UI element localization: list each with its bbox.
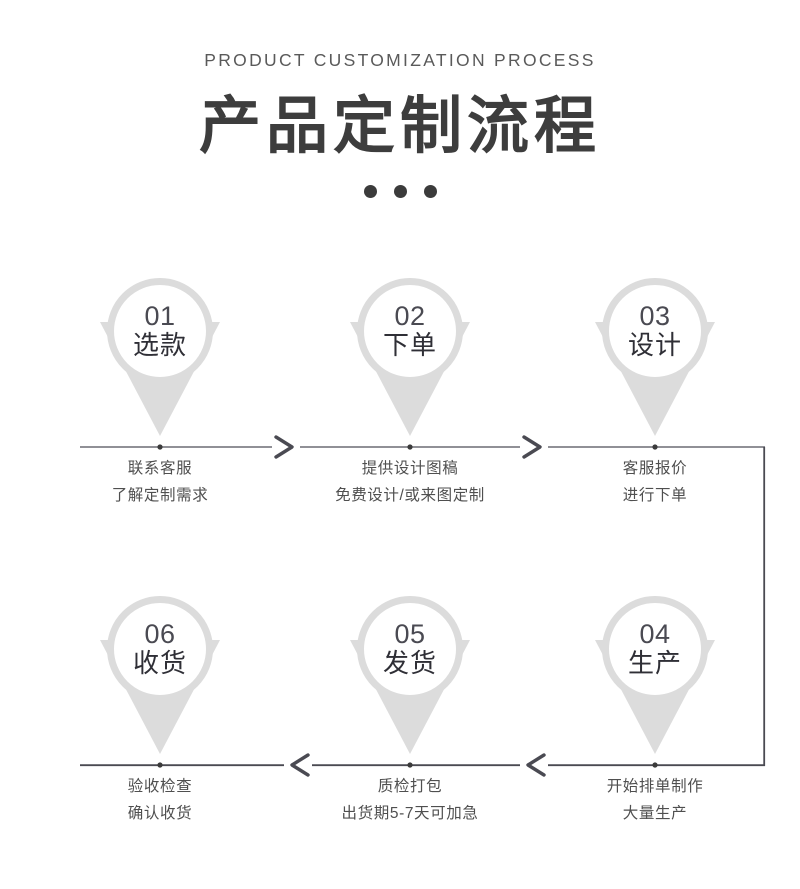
description-line: 验收检查: [127, 778, 193, 795]
description-line: 客服报价: [622, 460, 688, 477]
process-step-pin-06[interactable]: 06 收货: [100, 596, 220, 754]
description-line: 确认收货: [127, 804, 193, 822]
process-step-description-05: 质检打包 出货期5-7天可加急: [280, 774, 540, 827]
pin-label: 下单: [382, 330, 437, 361]
process-step-pin-04[interactable]: 04 生产: [595, 596, 715, 754]
separator-dot: [393, 184, 407, 198]
pin-label: 选款: [132, 330, 187, 361]
arrow-right-icon: [274, 435, 294, 459]
pin-anchor-dot: [652, 762, 658, 768]
process-step-description-06: 验收检查 确认收货: [30, 774, 290, 827]
process-step-description-02: 提供设计图稿 免费设计/或来图定制: [280, 456, 540, 509]
pin-number: 05: [394, 619, 426, 650]
header-subtitle: PRODUCT CUSTOMIZATION PROCESS: [204, 50, 596, 70]
pin-number: 01: [144, 301, 176, 332]
pin-anchor-dot: [407, 444, 413, 450]
description-line: 质检打包: [377, 778, 443, 795]
arrow-left-icon: [526, 753, 546, 777]
pin-number: 03: [639, 301, 671, 332]
pin-circle: 04 生产: [602, 596, 708, 702]
process-step-description-03: 客服报价 进行下单: [525, 456, 785, 509]
pin-label: 设计: [627, 330, 682, 361]
pin-label: 收货: [132, 648, 187, 679]
pin-anchor-dot: [652, 444, 658, 450]
description-line: 开始排单制作: [606, 778, 704, 795]
process-step-pin-05[interactable]: 05 发货: [350, 596, 470, 754]
dot-separator: [0, 184, 800, 198]
pin-anchor-dot: [407, 762, 413, 768]
description-line: 免费设计/或来图定制: [335, 486, 485, 504]
pin-number: 02: [394, 301, 426, 332]
pin-circle: 01 选款: [107, 278, 213, 384]
arrow-left-icon: [290, 753, 310, 777]
separator-dot: [423, 184, 437, 198]
pin-circle: 05 发货: [357, 596, 463, 702]
description-line: 大量生产: [622, 804, 688, 822]
separator-dot: [363, 184, 377, 198]
description-line: 进行下单: [622, 486, 688, 504]
pin-anchor-dot: [157, 762, 163, 768]
description-line: 出货期5-7天可加急: [341, 804, 479, 822]
process-step-pin-01[interactable]: 01 选款: [100, 278, 220, 436]
arrow-right-icon: [522, 435, 542, 459]
process-step-pin-03[interactable]: 03 设计: [595, 278, 715, 436]
process-step-description-04: 开始排单制作 大量生产: [525, 774, 785, 827]
pin-label: 生产: [627, 648, 682, 679]
page-header: PRODUCT CUSTOMIZATION PROCESS 产品定制流程: [0, 0, 800, 198]
pin-number: 06: [144, 619, 176, 650]
page-title: 产品定制流程: [198, 91, 601, 161]
pin-circle: 03 设计: [602, 278, 708, 384]
pin-anchor-dot: [157, 444, 163, 450]
process-step-pin-02[interactable]: 02 下单: [350, 278, 470, 436]
pin-label: 发货: [382, 648, 437, 679]
pin-circle: 02 下单: [357, 278, 463, 384]
process-step-description-01: 联系客服 了解定制需求: [30, 456, 290, 509]
pin-number: 04: [639, 619, 671, 650]
pin-circle: 06 收货: [107, 596, 213, 702]
description-line: 提供设计图稿: [361, 460, 459, 477]
description-line: 了解定制需求: [111, 486, 209, 504]
description-line: 联系客服: [127, 460, 193, 477]
